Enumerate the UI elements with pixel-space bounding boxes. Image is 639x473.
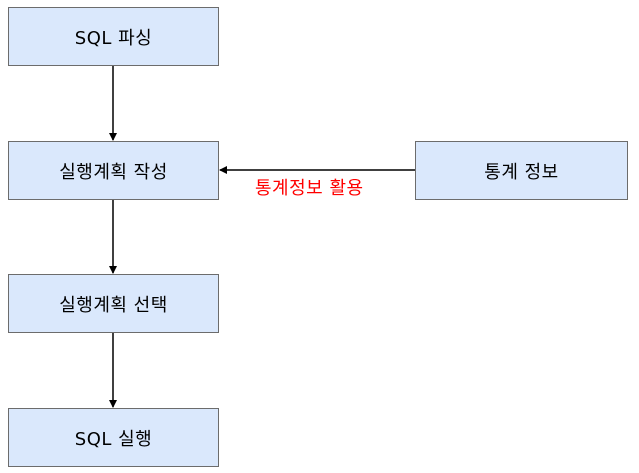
node-sql-parse-label: SQL 파싱 <box>74 27 153 49</box>
node-plan-create-label: 실행계획 작성 <box>59 161 168 183</box>
node-sql-parse: SQL 파싱 <box>8 7 219 66</box>
node-plan-select-label: 실행계획 선택 <box>59 294 168 316</box>
edge-label-stats-usage: 통계정보 활용 <box>255 178 364 199</box>
node-plan-select: 실행계획 선택 <box>8 274 219 333</box>
node-sql-execute-label: SQL 실행 <box>74 428 153 450</box>
node-statistics-label: 통계 정보 <box>484 161 559 183</box>
node-plan-create: 실행계획 작성 <box>8 141 219 200</box>
node-sql-execute: SQL 실행 <box>8 408 219 467</box>
node-statistics: 통계 정보 <box>415 141 628 200</box>
